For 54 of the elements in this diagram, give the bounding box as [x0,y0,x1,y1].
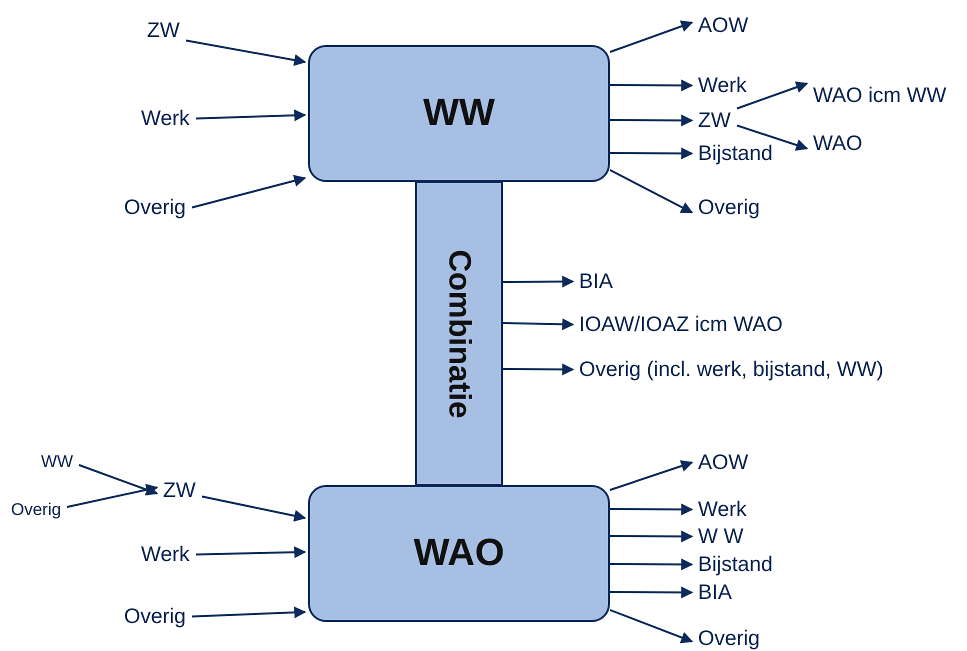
flow-label: ZW [147,18,180,44]
box-title: WAO [414,532,504,575]
arrow [192,606,306,618]
process-box [308,45,610,182]
flow-label: BIA [698,580,732,606]
arrow [610,503,694,516]
arrow [610,114,694,126]
process-box [308,485,610,622]
flow-label: WW [41,452,74,472]
arrow [202,496,306,522]
arrow [66,484,158,508]
arrow [610,530,694,542]
flow-label: WAO [813,131,862,156]
arrow [610,79,694,92]
flow-label: Overig [698,626,760,651]
arrow [736,81,808,110]
arrow [196,546,306,558]
flow-label: AOW [698,450,748,476]
arrow [736,124,808,151]
arrow [610,20,694,53]
flow-label: Werk [141,542,190,568]
arrow [610,147,694,160]
connector-column [415,181,503,486]
flow-label: Bijstand [698,141,773,166]
flow-label: Werk [698,497,747,522]
flow-label: Werk [698,73,747,98]
box-title: Combinatie [441,249,477,418]
flow-label: W W [698,524,744,550]
flow-label: IOAW/IOAZ icm WAO [579,312,783,338]
arrow [503,276,574,288]
box-title: WW [423,92,495,135]
flow-label: Overig [124,604,186,630]
arrow [186,40,306,66]
flow-label: Overig (incl. werk, bijstand, WW) [579,357,884,382]
arrow [502,318,574,330]
arrow [610,609,694,644]
arrow [610,169,694,214]
flow-label: Overig [698,195,760,220]
arrow [196,109,306,122]
arrow [503,363,574,376]
arrow [610,586,694,598]
flow-label: Werk [141,106,190,132]
arrow [192,174,306,208]
flow-label: Bijstand [698,552,773,578]
flow-label: Overig [124,195,186,220]
flow-label: BIA [579,269,613,294]
arrow [610,558,694,570]
arrow [78,464,158,496]
arrow [610,460,694,491]
flow-label: Overig [11,500,62,520]
flow-label: WAO icm WW [813,83,946,108]
flow-label: ZW [698,108,731,134]
flow-label: ZW [163,478,196,504]
flow-label: AOW [698,13,748,38]
